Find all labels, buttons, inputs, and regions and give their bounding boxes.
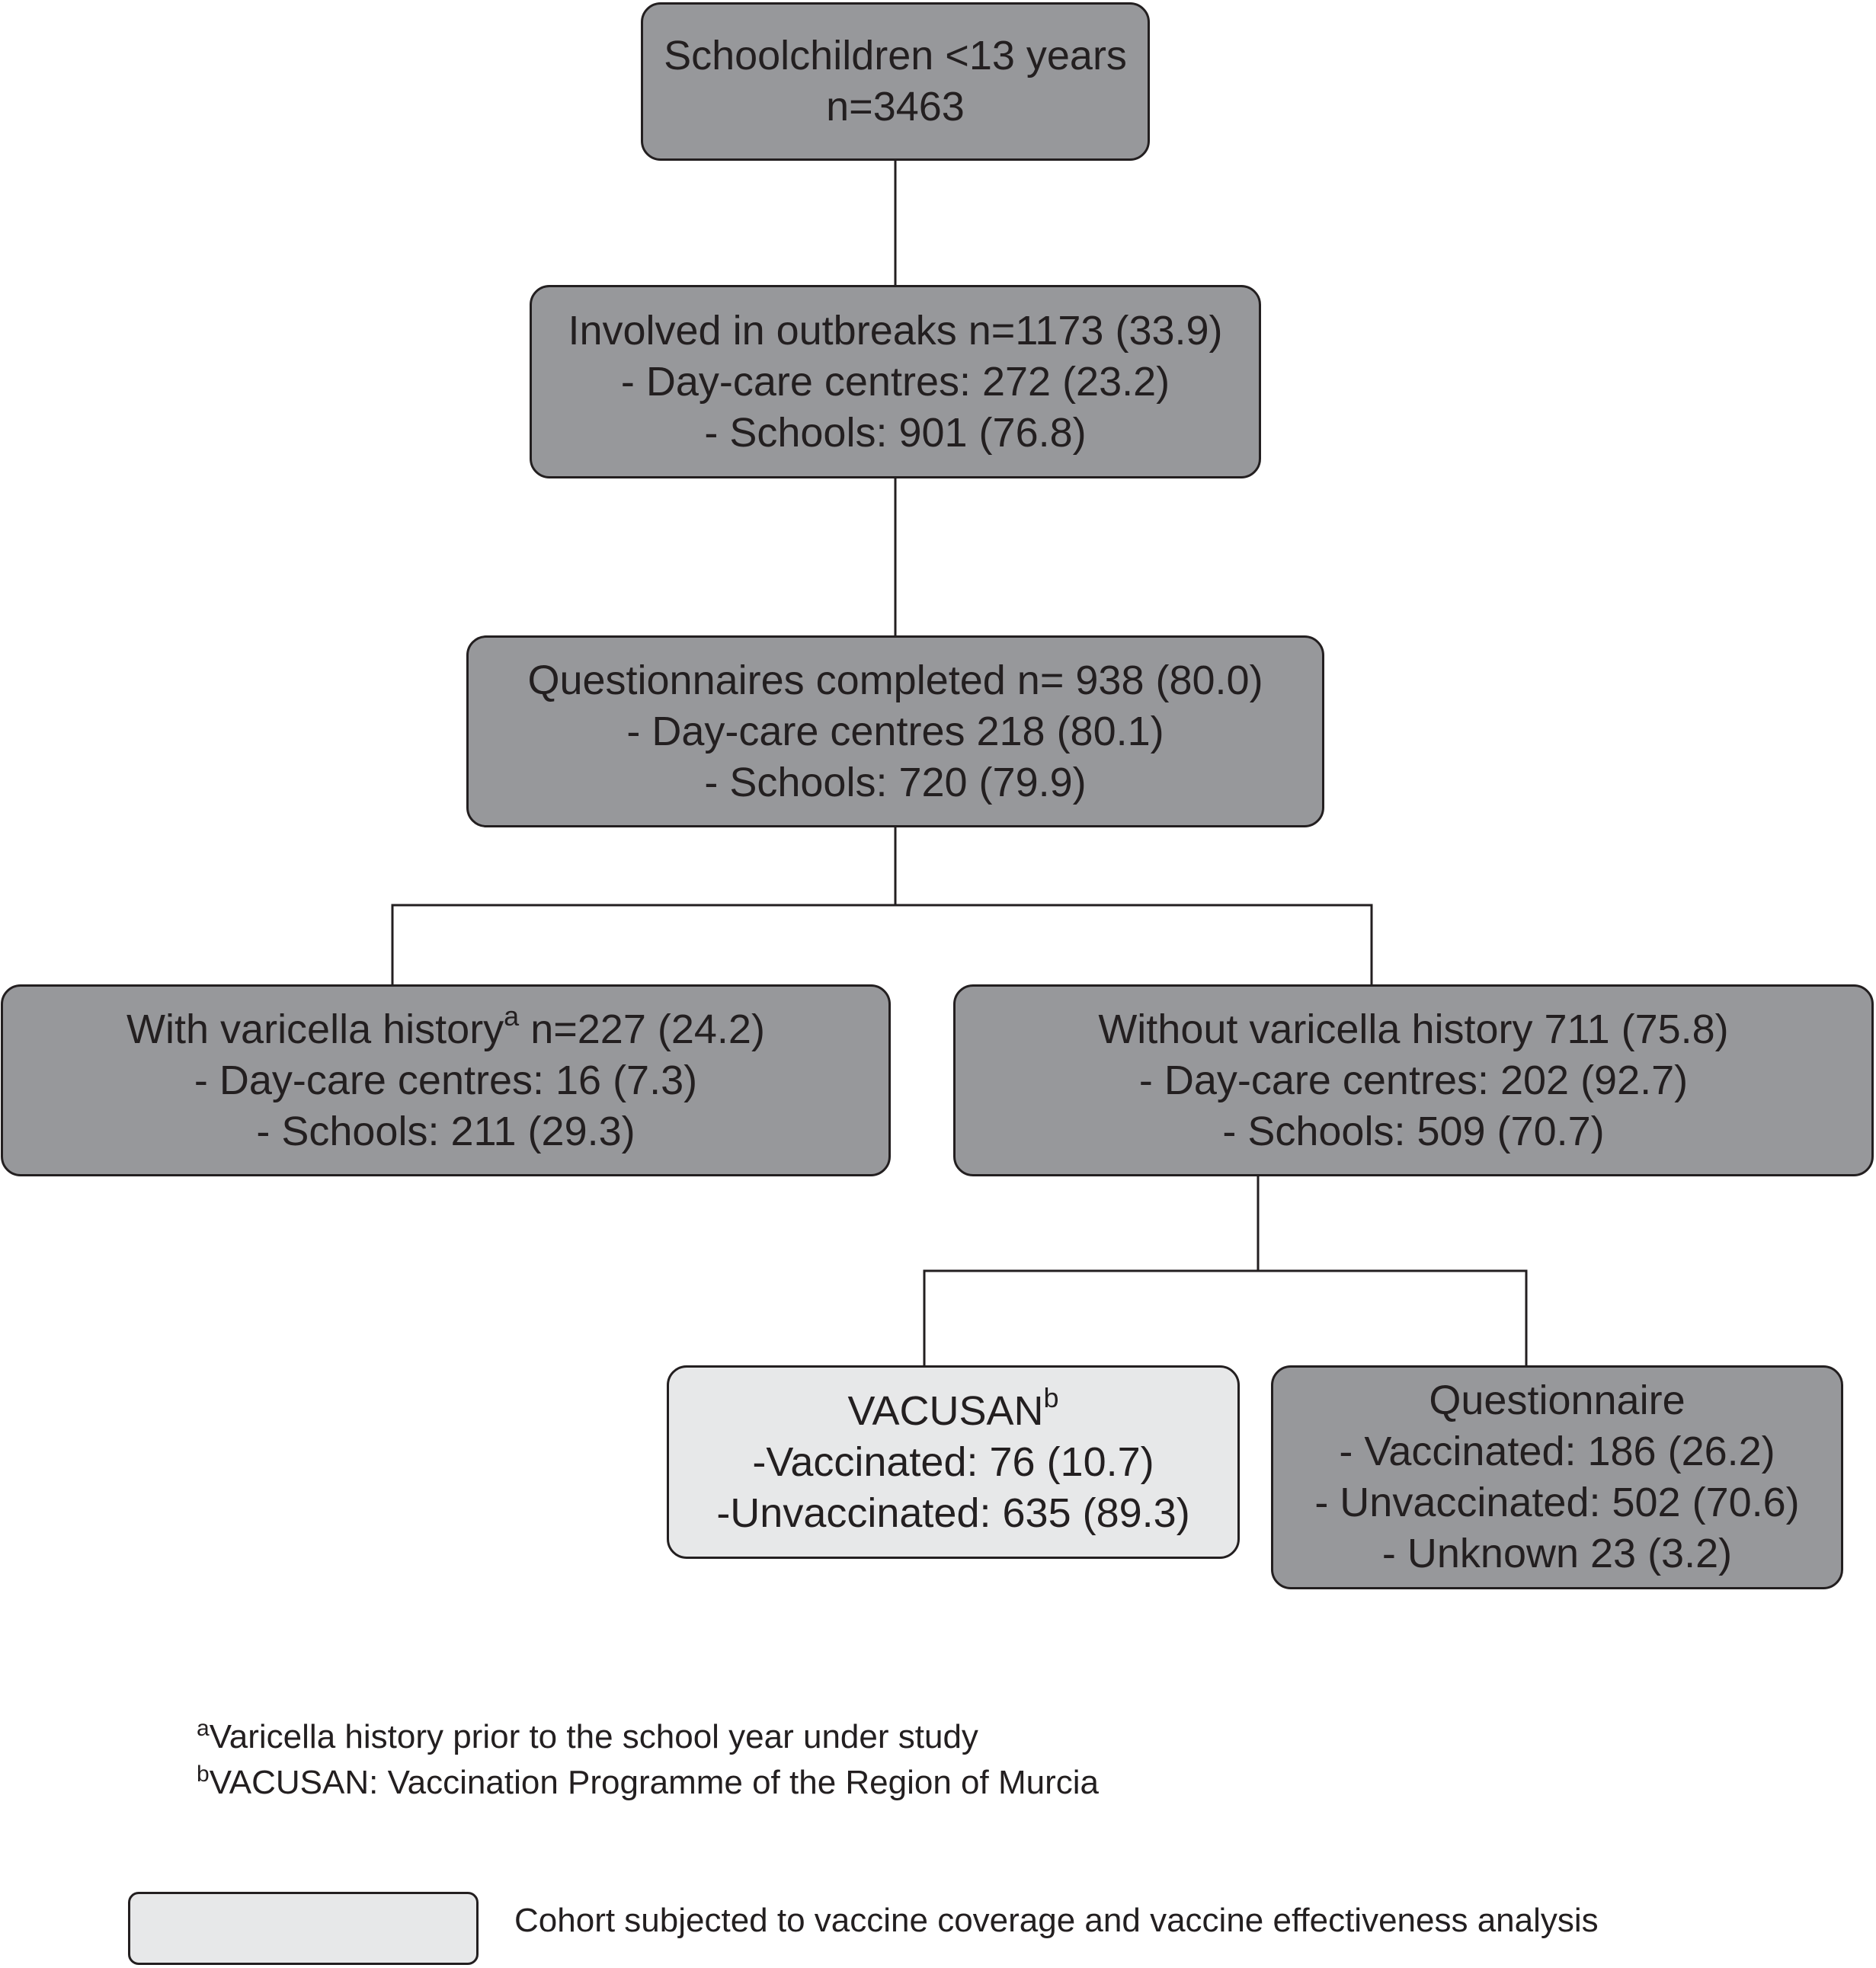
legend-label: Cohort subjected to vaccine coverage and…	[514, 1902, 1599, 1939]
node-questionnaire-unknown: - Unknown 23 (3.2)	[1381, 1531, 1733, 1576]
node-with-history: With varicella historya n=227 (24.2) - D…	[1, 984, 891, 1176]
node-outbreaks-daycare: - Day-care centres: 272 (23.2)	[620, 358, 1170, 405]
node-outbreaks: Involved in outbreaks n=1173 (33.9) - Da…	[530, 285, 1261, 478]
node-without-history-schools: - Schools: 509 (70.7)	[1222, 1108, 1605, 1154]
node-vacusan-unvaccinated: -Unvaccinated: 635 (89.3)	[716, 1490, 1190, 1536]
node-schoolchildren-count: n=3463	[826, 84, 965, 130]
node-outbreaks-schools: - Schools: 901 (76.8)	[704, 409, 1087, 456]
node-schoolchildren-title: Schoolchildren <13 years	[664, 33, 1127, 78]
node-vacusan: VACUSANb -Vaccinated: 76 (10.7) -Unvacci…	[667, 1365, 1240, 1559]
node-questionnaires: Questionnaires completed n= 938 (80.0) -…	[466, 635, 1324, 827]
connector-without-split	[923, 1176, 1260, 1365]
node-with-history-schools: - Schools: 211 (29.3)	[256, 1108, 635, 1154]
footnote-b: bVACUSAN: Vaccination Programme of the R…	[197, 1762, 1099, 1801]
connector-without-questionnaire	[1258, 1269, 1528, 1365]
footnote-a: aVaricella history prior to the school y…	[197, 1716, 978, 1755]
footnote-mark-b: b	[1043, 1381, 1059, 1413]
node-with-history-title: With varicella historya n=227 (24.2)	[126, 1000, 765, 1052]
node-with-history-daycare: - Day-care centres: 16 (7.3)	[194, 1057, 698, 1103]
node-questionnaire-title: Questionnaire	[1429, 1378, 1686, 1423]
node-without-history-daycare: - Day-care centres: 202 (92.7)	[1138, 1057, 1689, 1103]
legend-swatch	[128, 1892, 479, 1965]
node-questionnaire-unvaccinated: - Unvaccinated: 502 (70.6)	[1314, 1480, 1800, 1525]
node-questionnaires-daycare: - Day-care centres 218 (80.1)	[626, 708, 1164, 754]
node-questionnaires-title: Questionnaires completed n= 938 (80.0)	[527, 657, 1263, 703]
footnote-mark-a: a	[504, 1000, 520, 1032]
node-questionnaires-schools: - Schools: 720 (79.9)	[704, 759, 1087, 805]
connector-questionnaires-split	[391, 827, 897, 984]
node-without-history-title: Without varicella history 711 (75.8)	[1098, 1006, 1729, 1052]
node-questionnaire-vaccinated: - Vaccinated: 186 (26.2)	[1339, 1429, 1775, 1474]
node-outbreaks-title: Involved in outbreaks n=1173 (33.9)	[568, 307, 1223, 354]
connector-questionnaires-without	[895, 904, 1373, 984]
node-vacusan-vaccinated: -Vaccinated: 76 (10.7)	[752, 1438, 1154, 1485]
node-schoolchildren: Schoolchildren <13 years n=3463	[641, 2, 1150, 161]
node-vacusan-title: VACUSANb	[847, 1381, 1059, 1434]
node-without-history: Without varicella history 711 (75.8) - D…	[953, 984, 1874, 1176]
node-questionnaire: Questionnaire - Vaccinated: 186 (26.2) -…	[1271, 1365, 1843, 1589]
